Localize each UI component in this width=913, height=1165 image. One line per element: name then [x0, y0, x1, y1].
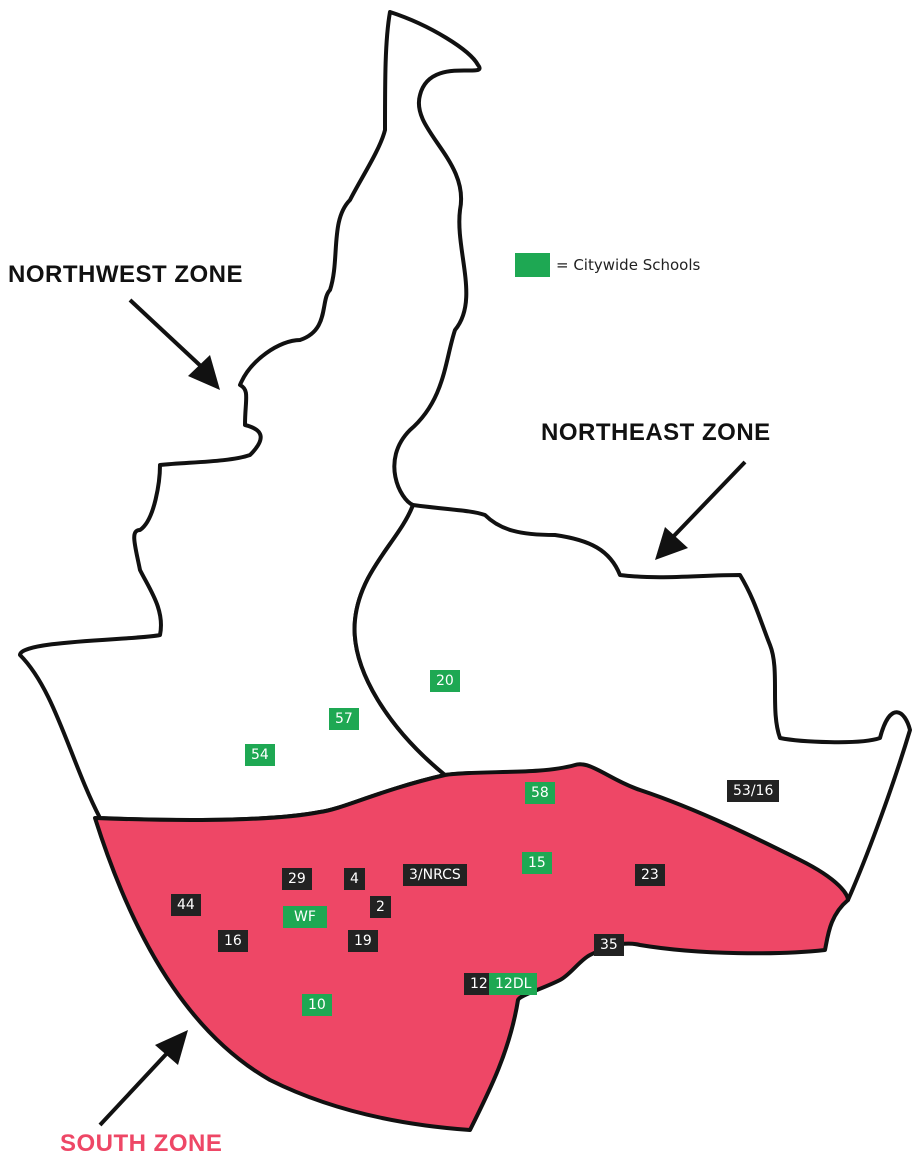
- school-marker-29[interactable]: 29: [282, 868, 312, 890]
- south-zone-area[interactable]: [93, 762, 850, 1132]
- school-marker-57[interactable]: 57: [329, 708, 359, 730]
- school-marker-3-nrcs[interactable]: 3/NRCS: [403, 864, 467, 886]
- northwest-arrow-icon: [128, 298, 220, 390]
- school-marker-20[interactable]: 20: [430, 670, 460, 692]
- school-marker-58[interactable]: 58: [525, 782, 555, 804]
- northwest-zone-area[interactable]: [18, 10, 482, 822]
- school-marker-19[interactable]: 19: [348, 930, 378, 952]
- northeast-zone-label: NORTHEAST ZONE: [541, 419, 771, 446]
- south-arrow-icon: [98, 1030, 188, 1127]
- northeast-arrow-icon: [655, 460, 747, 560]
- school-marker-12dl[interactable]: 12DL: [489, 973, 538, 995]
- legend-swatch: [515, 253, 550, 277]
- legend-label: = Citywide Schools: [556, 256, 701, 274]
- legend: = Citywide Schools: [515, 253, 700, 277]
- south-zone-label: SOUTH ZONE: [60, 1130, 223, 1157]
- school-marker-12[interactable]: 12: [464, 973, 494, 995]
- school-marker-16[interactable]: 16: [218, 930, 248, 952]
- school-marker-15[interactable]: 15: [522, 852, 552, 874]
- school-marker-54[interactable]: 54: [245, 744, 275, 766]
- school-marker-35[interactable]: 35: [594, 934, 624, 956]
- school-marker-23[interactable]: 23: [635, 864, 665, 886]
- northwest-zone-label: NORTHWEST ZONE: [8, 261, 243, 288]
- school-marker-wf[interactable]: WF: [283, 906, 327, 928]
- school-marker-2[interactable]: 2: [370, 896, 391, 918]
- school-marker-44[interactable]: 44: [171, 894, 201, 916]
- school-marker-10[interactable]: 10: [302, 994, 332, 1016]
- school-marker-53-16[interactable]: 53/16: [727, 780, 780, 802]
- school-marker-4[interactable]: 4: [344, 868, 365, 890]
